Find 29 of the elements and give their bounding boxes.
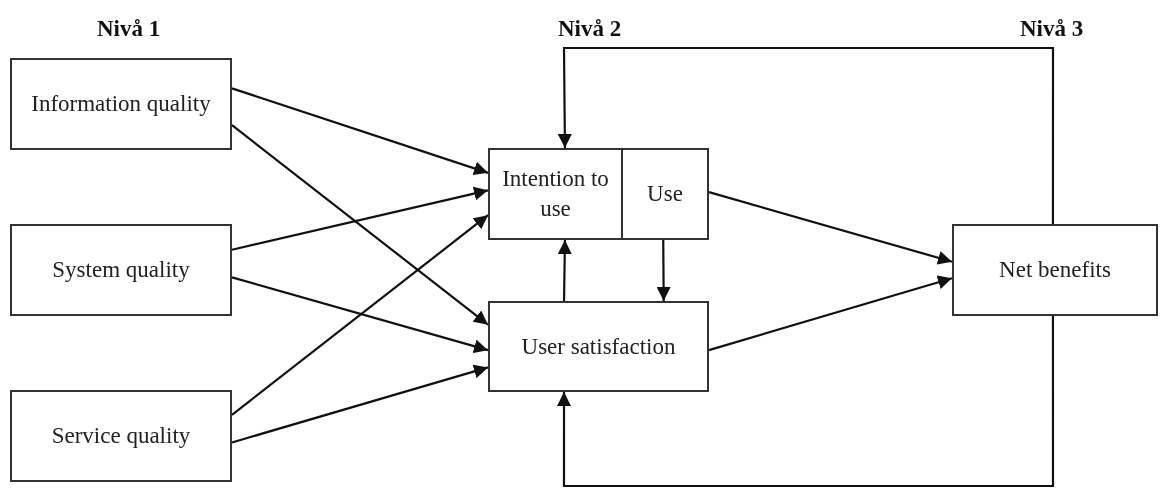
box-label: Net benefits	[998, 256, 1112, 285]
level-heading: Nivå 1	[97, 16, 161, 42]
process-box	[10, 224, 232, 316]
box-label: Service quality	[50, 422, 192, 451]
arrow	[231, 276, 489, 354]
arrow	[708, 191, 953, 265]
arrow	[231, 186, 489, 251]
box-label: User satisfaction	[520, 332, 677, 361]
process-box	[488, 148, 623, 240]
box-label: Information quality	[30, 90, 212, 119]
box-label: Use	[646, 180, 684, 209]
arrow	[231, 124, 489, 326]
arrow	[557, 240, 572, 301]
arrow	[557, 46, 1055, 224]
process-box	[621, 148, 709, 240]
arrow	[656, 240, 671, 301]
arrow	[708, 275, 953, 352]
arrow	[231, 87, 489, 176]
process-box	[10, 390, 232, 482]
level-heading: Nivå 3	[1020, 16, 1084, 42]
box-label: Intention to use	[501, 165, 610, 223]
level-heading: Nivå 2	[558, 16, 622, 42]
process-box	[10, 58, 232, 150]
arrow	[231, 214, 489, 416]
arrow	[231, 364, 489, 444]
process-box	[952, 224, 1158, 316]
process-box	[488, 301, 709, 392]
box-label: System quality	[51, 256, 191, 285]
arrow	[557, 316, 1055, 488]
